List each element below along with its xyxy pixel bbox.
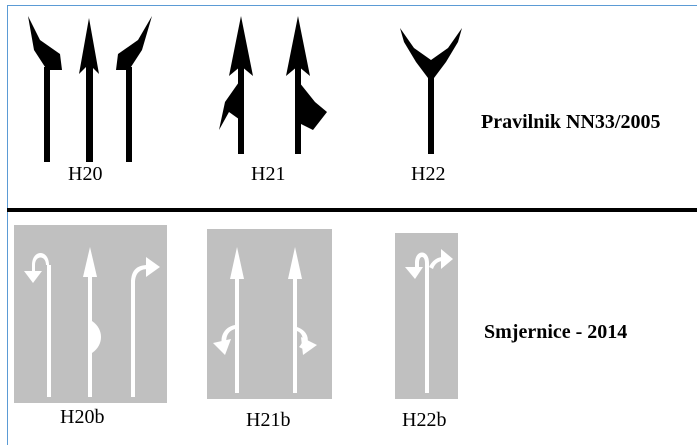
h20b-center-arrowhead: [83, 247, 97, 277]
h22b-right-turnhead: [441, 249, 453, 269]
pravilnik-label: Pravilnik NN33/2005: [481, 111, 661, 133]
h20-right-arrowhead: [116, 16, 152, 70]
h22b-right-curve: [429, 257, 443, 269]
h20b-right-arrowhead: [146, 257, 160, 277]
h20-right-stem: [126, 67, 132, 162]
h21b-left-stem: [235, 269, 239, 393]
h21-left-branch: [219, 82, 243, 130]
h20-sign: [28, 16, 152, 162]
h20b-right-curve: [131, 265, 148, 283]
h21b-right-arrowhead: [288, 247, 302, 279]
h22b-loop: [415, 252, 429, 271]
h20-caption: H20: [68, 163, 103, 185]
h22-sign: [400, 28, 462, 154]
smjernice-label: Smjernice - 2014: [484, 321, 628, 343]
h20b-sign: [24, 247, 160, 397]
h21-left-arrowhead: [229, 16, 253, 76]
h22b-caption: H22b: [402, 409, 447, 431]
h21-right-arrowhead: [286, 16, 310, 76]
h20b-center-stem: [88, 267, 92, 397]
h21b-left-arrowhead: [230, 247, 244, 279]
h21-sign: [219, 16, 327, 154]
h21b-caption: H21b: [246, 409, 291, 431]
section-divider: [7, 208, 697, 212]
h20b-right-stem: [131, 280, 135, 397]
h22b-left-turnhead: [405, 267, 423, 279]
h22-right-branch: [431, 28, 462, 82]
h20b-caption: H20b: [60, 406, 105, 428]
h22-left-branch: [400, 28, 431, 82]
figure-frame: [7, 5, 697, 445]
h21-caption: H21: [251, 163, 286, 185]
h21b-sign: [213, 247, 317, 393]
h21b-right-turnhead: [301, 337, 317, 355]
h21b-right-stem: [293, 269, 297, 393]
h20b-left-stem: [47, 265, 51, 397]
h22-caption: H22: [411, 163, 446, 185]
h22b-sign: [405, 249, 453, 393]
h20b-center-bulge: [92, 321, 101, 353]
h20b-left-loop: [32, 253, 49, 275]
h20-center-stem: [86, 62, 93, 162]
h22b-stem: [425, 263, 429, 393]
h21-right-branch: [297, 82, 327, 130]
h20-left-stem: [44, 67, 50, 162]
h20-center-arrowhead: [79, 18, 99, 74]
h21b-panel: [207, 229, 332, 399]
h21b-left-turnhead: [213, 339, 231, 355]
h22-stem: [428, 72, 434, 154]
h20-left-arrowhead: [28, 16, 62, 70]
h20b-left-arrowhead: [24, 271, 42, 283]
